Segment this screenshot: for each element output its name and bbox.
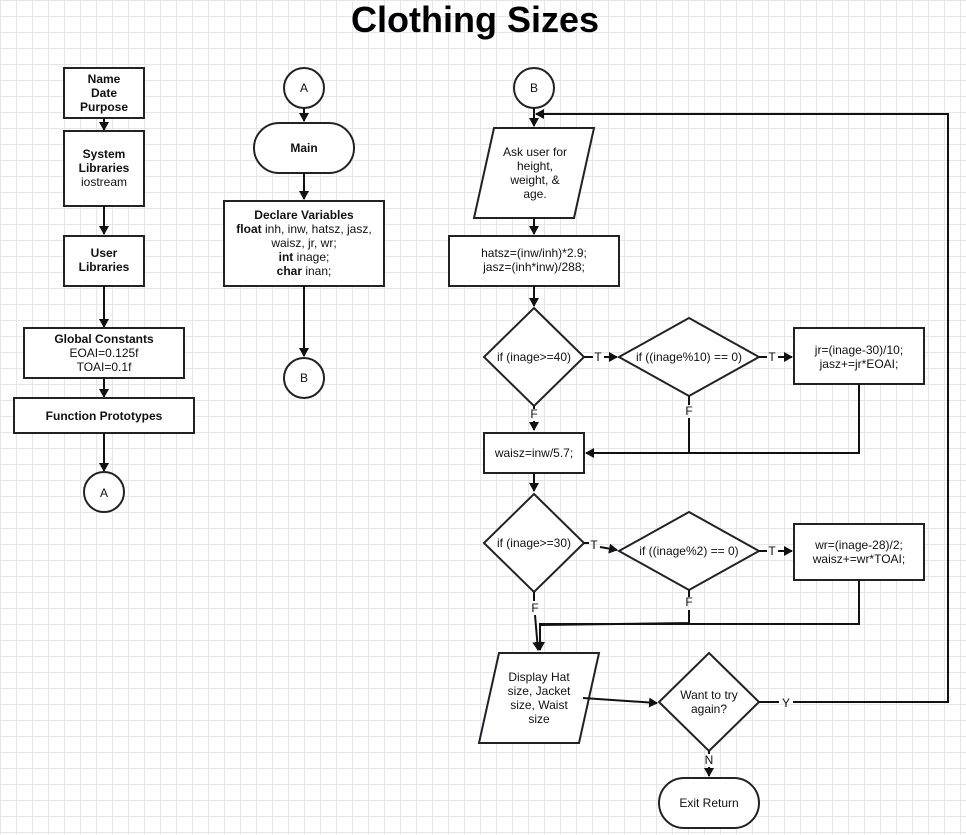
node-exit-return: Exit Return	[658, 777, 760, 829]
node-calc-wr: wr=(inage-28)/2; waisz+=wr*TOAI;	[793, 523, 925, 581]
edge-label-t3: T	[590, 538, 598, 552]
calc-hat-line-1: hatsz=(inw/inh)*2.9;	[481, 246, 587, 260]
edge-want-yes-loop	[535, 109, 949, 703]
node-display: Display Hat size, Jacket size, Waist siz…	[477, 652, 601, 744]
ask-line-1: Ask user for	[503, 145, 567, 159]
page-title: Clothing Sizes	[350, 0, 599, 40]
display-line-3: size, Waist	[510, 698, 568, 712]
node-function-prototypes: Function Prototypes	[13, 397, 195, 434]
connector-b-top-label: B	[530, 81, 538, 95]
edge-display-to-want	[582, 697, 658, 708]
global-constants-label: Global Constants	[54, 332, 154, 346]
node-declare-variables: Declare Variables float inh, inw, hatsz,…	[223, 200, 385, 287]
calc-jr-line-1: jr=(inage-30)/10;	[814, 343, 903, 357]
node-calc-jr: jr=(inage-30)/10; jasz+=jr*EOAI;	[793, 327, 925, 385]
want-try-line-1: Want to try	[680, 688, 738, 702]
edge-label-yes: Y	[782, 696, 790, 710]
main-label: Main	[290, 141, 317, 155]
function-prototypes-label: Function Prototypes	[46, 409, 163, 423]
ask-line-2: height,	[517, 159, 553, 173]
toai-label: TOAI=0.1f	[77, 360, 132, 374]
connector-a-left-label: A	[100, 486, 108, 500]
connector-a-top-label: A	[300, 81, 308, 95]
display-line-4: size	[528, 712, 550, 726]
user-label: User	[91, 246, 118, 260]
declare-title: Declare Variables	[254, 208, 354, 222]
edge-label-f3: F	[531, 601, 538, 615]
if-age40-label: if (inage>=40)	[497, 350, 571, 364]
edge-label-t1: T	[594, 350, 602, 364]
connector-b-top: B	[513, 67, 555, 109]
exit-return-label: Exit Return	[679, 796, 738, 810]
edge-if30-false-b	[532, 614, 543, 651]
system-label: System	[83, 147, 126, 161]
date-label: Date	[91, 86, 117, 100]
want-try-line-2: again?	[691, 702, 727, 716]
edge-label-no: N	[705, 753, 714, 767]
name-label: Name	[88, 72, 121, 86]
decision-mod10: if ((inage%10) == 0)	[616, 316, 762, 398]
if-mod2-label: if ((inage%2) == 0)	[639, 544, 738, 558]
edge-if30-true-b	[599, 543, 618, 554]
node-waisz-calc: waisz=inw/5.7;	[483, 432, 585, 474]
edge-label-t4: T	[768, 544, 776, 558]
edge-label-t2: T	[768, 350, 776, 364]
decision-want-try: Want to try again?	[657, 651, 761, 753]
decision-age30: if (inage>=30)	[482, 492, 586, 594]
declare-float-line-2: waisz, jr, wr;	[270, 236, 336, 250]
edge-label-f2: F	[685, 404, 692, 418]
connector-b-mid: B	[283, 357, 325, 399]
ask-line-4: age.	[523, 187, 546, 201]
user-libraries-label: Libraries	[79, 260, 130, 274]
edge-label-f4: F	[685, 595, 692, 609]
decision-age40: if (inage>=40)	[482, 306, 586, 408]
connector-b-mid-label: B	[300, 371, 308, 385]
waisz-calc-label: waisz=inw/5.7;	[494, 446, 573, 460]
connector-a-top: A	[283, 67, 325, 109]
edge-label-f1: F	[530, 407, 537, 421]
purpose-label: Purpose	[80, 100, 128, 114]
declare-int-line: int inage;	[279, 250, 330, 264]
eoai-label: EOAI=0.125f	[69, 346, 139, 360]
iostream-label: iostream	[81, 175, 127, 189]
edge-wr-to-display	[535, 580, 860, 651]
node-calc-hat: hatsz=(inw/inh)*2.9; jasz=(inh*inw)/288;	[448, 235, 620, 287]
node-global-constants: Global Constants EOAI=0.125f TOAI=0.1f	[23, 327, 185, 379]
decision-mod2: if ((inage%2) == 0)	[616, 510, 762, 592]
node-user-libraries: User Libraries	[63, 235, 145, 287]
node-ask-user: Ask user for height, weight, & age.	[472, 127, 596, 219]
node-name-date-purpose: Name Date Purpose	[63, 67, 145, 119]
node-main: Main	[253, 122, 355, 174]
if-age30-label: if (inage>=30)	[497, 536, 571, 550]
edge-mod2-false-b	[539, 610, 690, 626]
declare-float-line: float inh, inw, hatsz, jasz,	[236, 222, 371, 236]
declare-char-line: char inan;	[277, 264, 332, 278]
edge-jr-to-waisz	[585, 384, 860, 458]
calc-jr-line-2: jasz+=jr*EOAI;	[819, 357, 899, 371]
calc-wr-line-2: waisz+=wr*TOAI;	[812, 552, 905, 566]
calc-hat-line-2: jasz=(inh*inw)/288;	[482, 260, 585, 274]
node-system-libraries: System Libraries iostream	[63, 130, 145, 207]
display-line-1: Display Hat	[508, 670, 570, 684]
if-mod10-label: if ((inage%10) == 0)	[636, 350, 742, 364]
ask-line-3: weight, &	[509, 173, 559, 187]
display-line-2: size, Jacket	[508, 684, 571, 698]
calc-wr-line-1: wr=(inage-28)/2;	[814, 538, 903, 552]
system-libraries-label: Libraries	[79, 161, 130, 175]
connector-a-left: A	[83, 471, 125, 513]
